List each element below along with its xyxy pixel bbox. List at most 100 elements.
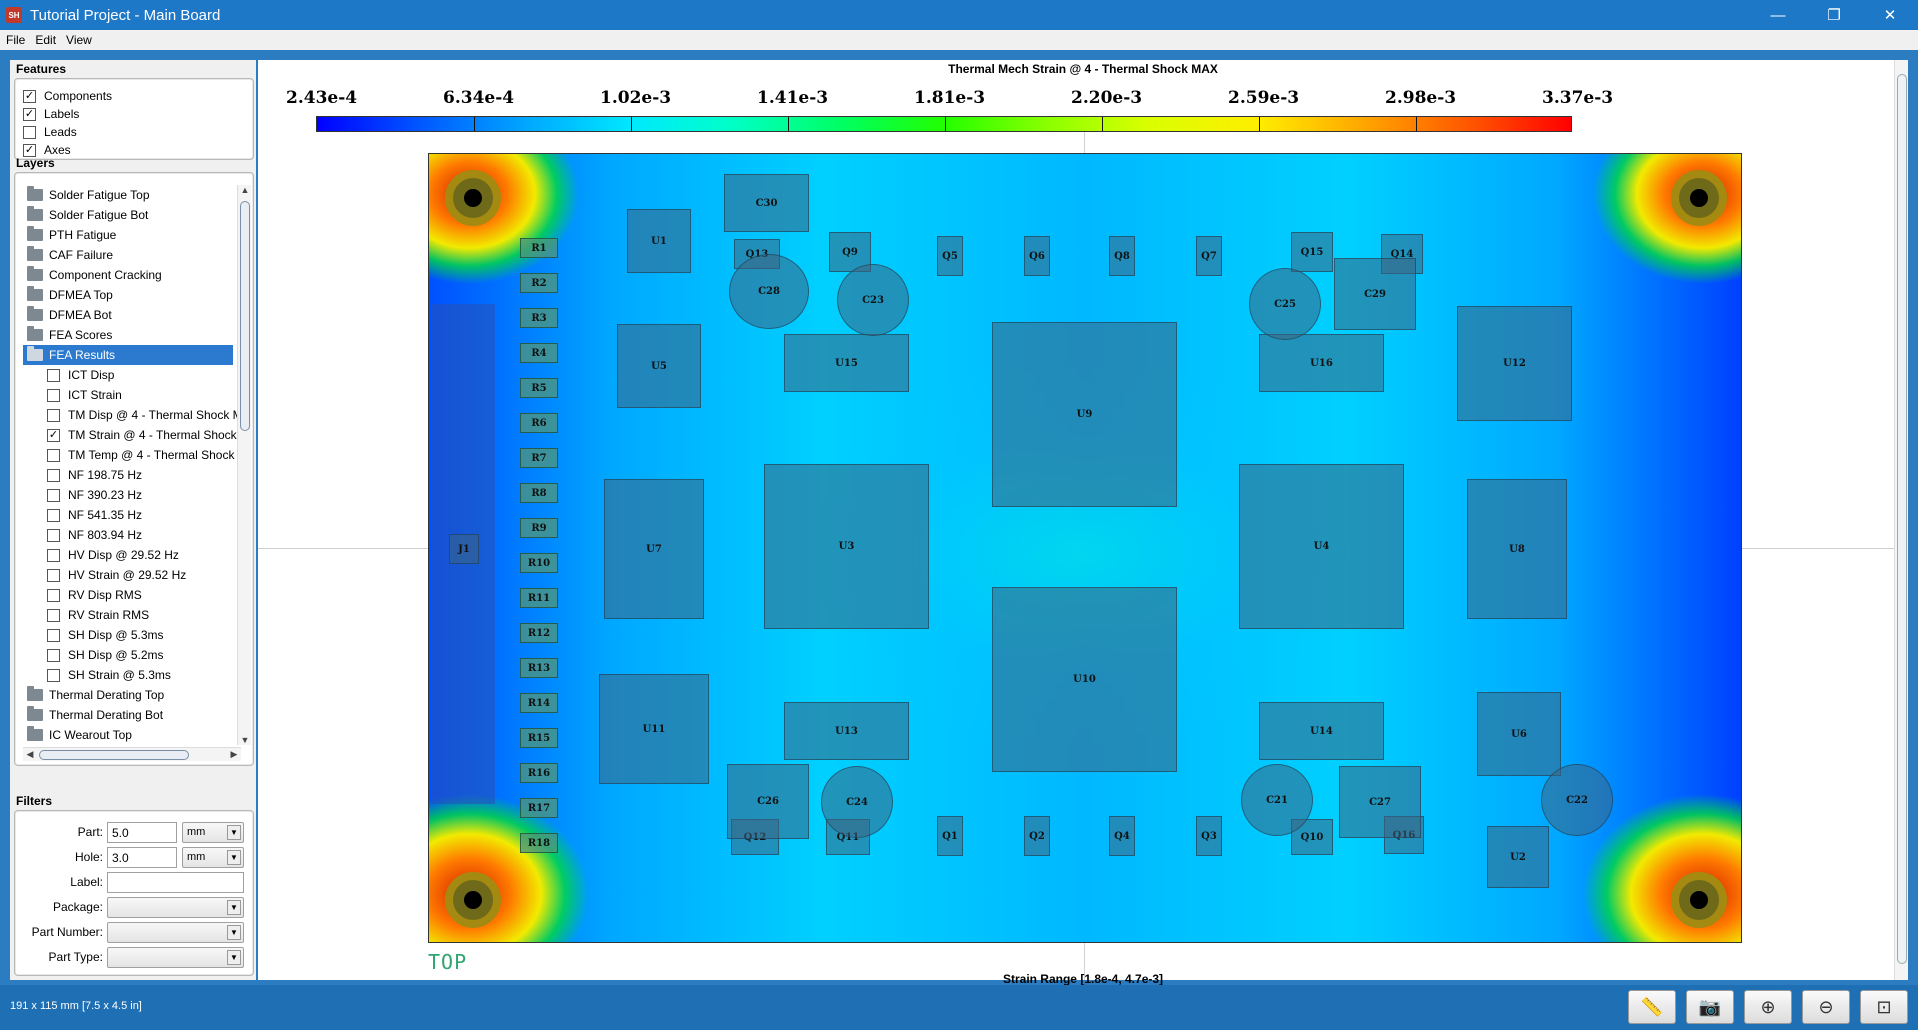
component-J1[interactable]: J1 [449, 534, 479, 564]
scroll-up-icon[interactable]: ▲ [240, 185, 250, 195]
component-C25[interactable]: C25 [1249, 268, 1321, 340]
layer-item[interactable]: ✓TM Strain @ 4 - Thermal Shock [23, 425, 237, 445]
component-resistors-5[interactable]: R6 [520, 413, 558, 433]
layer-item[interactable]: ICT Strain [23, 385, 233, 405]
feature-labels-row[interactable]: ✓Labels [23, 105, 253, 123]
minimize-button[interactable]: — [1770, 6, 1786, 24]
component-resistors-10[interactable]: R11 [520, 588, 558, 608]
component-Q15[interactable]: Q15 [1291, 232, 1333, 272]
component-resistors-6[interactable]: R7 [520, 448, 558, 468]
layer-item[interactable]: Solder Fatigue Top [23, 185, 233, 205]
scroll-down-icon[interactable]: ▼ [240, 735, 250, 745]
hole-size-input[interactable]: 3.0 [107, 847, 177, 868]
restore-button[interactable]: ❐ [1827, 7, 1841, 24]
layer-item[interactable]: FEA Results [23, 345, 233, 365]
scroll-right-icon[interactable]: ▶ [230, 749, 238, 759]
component-C21[interactable]: C21 [1241, 764, 1313, 836]
feature-labels-checkbox[interactable]: ✓ [23, 107, 36, 121]
feature-leads-row[interactable]: Leads [23, 123, 253, 141]
component-C27[interactable]: C27 [1339, 766, 1421, 838]
component-resistors-7[interactable]: R8 [520, 483, 558, 503]
layer-item[interactable]: HV Disp @ 29.52 Hz [23, 545, 233, 565]
layer-item[interactable]: IC Wearout Top [23, 725, 233, 745]
layer-item[interactable]: NF 541.35 Hz [23, 505, 233, 525]
board-canvas[interactable]: Thermal Mech Strain @ 4 - Thermal Shock … [258, 60, 1908, 986]
layer-checkbox[interactable] [47, 628, 60, 642]
component-U12[interactable]: U12 [1457, 306, 1572, 421]
component-C28[interactable]: C28 [729, 254, 809, 329]
feature-leads-checkbox[interactable] [23, 125, 36, 139]
component-U15[interactable]: U15 [784, 334, 909, 392]
layers-horizontal-scrollbar[interactable]: ◀ ▶ [23, 747, 241, 761]
zoom-out-button[interactable]: ⊖ [1802, 990, 1850, 1024]
layer-item[interactable]: PTH Fatigue [23, 225, 233, 245]
feature-components-checkbox[interactable]: ✓ [23, 89, 36, 103]
component-U14[interactable]: U14 [1259, 702, 1384, 760]
component-C22[interactable]: C22 [1541, 764, 1613, 836]
component-resistors-17[interactable]: R18 [520, 833, 558, 853]
layer-item[interactable]: FEA Scores [23, 325, 233, 345]
layer-item[interactable]: Component Cracking [23, 265, 233, 285]
component-U9[interactable]: U9 [992, 322, 1177, 507]
layer-checkbox[interactable] [47, 488, 60, 502]
component-resistors-8[interactable]: R9 [520, 518, 558, 538]
menu-file[interactable]: File [6, 33, 26, 47]
layer-checkbox[interactable] [47, 548, 60, 562]
layer-checkbox[interactable] [47, 668, 60, 682]
layer-checkbox[interactable] [47, 388, 60, 402]
layer-item[interactable]: Thermal Derating Top [23, 685, 233, 705]
component-U5[interactable]: U5 [617, 324, 701, 408]
layer-item[interactable]: RV Strain RMS [23, 605, 233, 625]
hole-unit-select[interactable]: mm▼ [182, 847, 244, 868]
component-resistors-2[interactable]: R3 [520, 308, 558, 328]
component-C24[interactable]: C24 [821, 766, 893, 838]
component-Q7[interactable]: Q7 [1196, 236, 1222, 276]
component-resistors-12[interactable]: R13 [520, 658, 558, 678]
layers-hscroll-thumb[interactable] [39, 750, 189, 760]
close-button[interactable]: ✕ [1883, 7, 1897, 24]
component-Q6[interactable]: Q6 [1024, 236, 1050, 276]
layer-item[interactable]: Thermal Derating Bot [23, 705, 233, 725]
layer-item[interactable]: Solder Fatigue Bot [23, 205, 233, 225]
component-Q2[interactable]: Q2 [1024, 816, 1050, 856]
component-U3[interactable]: U3 [764, 464, 929, 629]
component-U2[interactable]: U2 [1487, 826, 1549, 888]
layer-checkbox[interactable] [47, 468, 60, 482]
component-resistors-15[interactable]: R16 [520, 763, 558, 783]
component-resistors-13[interactable]: R14 [520, 693, 558, 713]
layer-checkbox[interactable] [47, 608, 60, 622]
canvas-vertical-scrollbar[interactable] [1894, 60, 1908, 980]
layer-checkbox[interactable] [47, 648, 60, 662]
component-Q5[interactable]: Q5 [937, 236, 963, 276]
layer-item[interactable]: TM Disp @ 4 - Thermal Shock M [23, 405, 243, 425]
component-U7[interactable]: U7 [604, 479, 704, 619]
package-select[interactable]: ▼ [107, 897, 244, 918]
layer-checkbox[interactable] [47, 588, 60, 602]
component-U11[interactable]: U11 [599, 674, 709, 784]
component-resistors-3[interactable]: R4 [520, 343, 558, 363]
layer-item[interactable]: RV Disp RMS [23, 585, 233, 605]
component-resistors-1[interactable]: R2 [520, 273, 558, 293]
component-resistors-11[interactable]: R12 [520, 623, 558, 643]
layer-checkbox[interactable] [47, 528, 60, 542]
layer-checkbox[interactable] [47, 568, 60, 582]
layer-item[interactable]: CAF Failure [23, 245, 233, 265]
layer-item[interactable]: SH Strain @ 5.3ms [23, 665, 233, 685]
part-type-select[interactable]: ▼ [107, 947, 244, 968]
layers-scroll-thumb[interactable] [240, 201, 250, 431]
label-filter-input[interactable] [107, 872, 244, 893]
zoom-in-button[interactable]: ⊕ [1744, 990, 1792, 1024]
feature-axes-row[interactable]: ✓Axes [23, 141, 253, 159]
scroll-left-icon[interactable]: ◀ [26, 749, 34, 759]
screenshot-button[interactable]: 📷 [1686, 990, 1734, 1024]
measure-button[interactable]: 📏 [1628, 990, 1676, 1024]
component-U6[interactable]: U6 [1477, 692, 1561, 776]
layer-checkbox[interactable] [47, 408, 60, 422]
layer-item[interactable]: ICT Disp [23, 365, 233, 385]
component-U16[interactable]: U16 [1259, 334, 1384, 392]
component-resistors-16[interactable]: R17 [520, 798, 558, 818]
component-C30[interactable]: C30 [724, 174, 809, 232]
component-Q4[interactable]: Q4 [1109, 816, 1135, 856]
component-resistors-14[interactable]: R15 [520, 728, 558, 748]
layer-checkbox[interactable] [47, 448, 60, 462]
